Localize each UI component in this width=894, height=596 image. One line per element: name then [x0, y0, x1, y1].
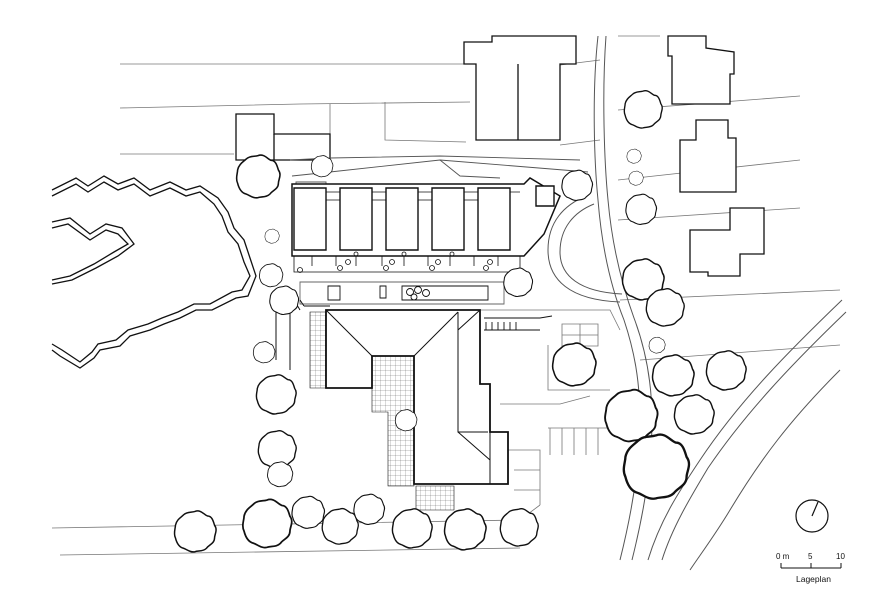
scale-tick-0: 0 m — [776, 552, 790, 561]
main-road — [547, 35, 847, 571]
upper-buildings — [235, 35, 577, 161]
right-houses — [667, 35, 765, 277]
scale-tick-5: 5 — [808, 552, 813, 561]
upper-paths — [289, 155, 589, 189]
scale-bar — [780, 563, 842, 569]
plan-title: Lageplan — [796, 574, 831, 584]
roof-lines — [325, 309, 491, 484]
main-building — [325, 309, 509, 485]
scale-tick-10: 10 — [836, 552, 845, 561]
north-arrow-icon — [795, 499, 829, 533]
terrace-houses — [291, 177, 561, 273]
courtyard — [299, 281, 553, 331]
zigzag-building — [51, 175, 257, 369]
